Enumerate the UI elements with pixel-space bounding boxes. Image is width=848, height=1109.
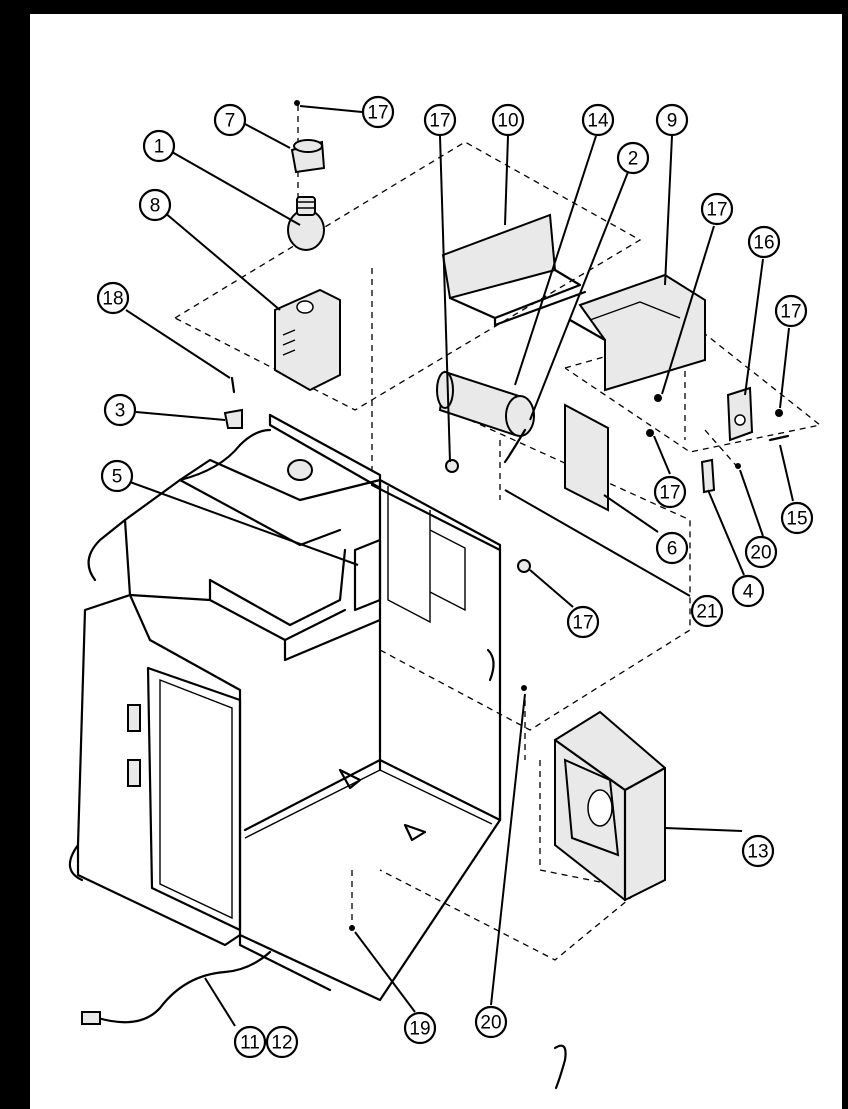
callout-label: 17 bbox=[367, 103, 388, 124]
control-plate bbox=[441, 213, 587, 327]
lamp-bulb bbox=[287, 196, 325, 251]
callout-16: 16 bbox=[747, 225, 781, 259]
callout-label: 19 bbox=[409, 1019, 430, 1040]
callout-label: 17 bbox=[659, 483, 680, 504]
callout-label: 9 bbox=[667, 111, 678, 132]
callout-9: 9 bbox=[655, 103, 689, 137]
mounting-bracket bbox=[568, 273, 706, 392]
callout-label: 1 bbox=[154, 137, 165, 158]
callout-label: 17 bbox=[572, 613, 593, 634]
fuse bbox=[768, 434, 790, 442]
callout-18: 18 bbox=[96, 281, 130, 315]
connector bbox=[700, 458, 716, 494]
callout-label: 21 bbox=[696, 602, 717, 623]
terminal-block bbox=[726, 386, 754, 442]
callout-17-center: 17 bbox=[423, 103, 457, 137]
capacitor bbox=[436, 370, 535, 464]
callout-label: 2 bbox=[628, 149, 639, 170]
callout-17-right: 17 bbox=[774, 294, 808, 328]
callout-label: 8 bbox=[150, 196, 161, 217]
screw-18 bbox=[230, 376, 236, 394]
callout-14: 14 bbox=[581, 103, 615, 137]
callout-label: 7 bbox=[225, 111, 236, 132]
callout-2: 2 bbox=[616, 141, 650, 175]
callout-label: 18 bbox=[102, 289, 123, 310]
callout-8: 8 bbox=[138, 188, 172, 222]
callout-label: 6 bbox=[667, 539, 678, 560]
cover-plate bbox=[564, 403, 609, 512]
callout-4: 4 bbox=[731, 574, 765, 608]
callout-20-right: 20 bbox=[744, 535, 778, 569]
callout-1: 1 bbox=[142, 129, 176, 163]
callout-17-bracket: 17 bbox=[700, 192, 734, 226]
callout-label: 11 bbox=[240, 1033, 260, 1054]
power-cord bbox=[81, 950, 272, 1025]
handwritten-mark bbox=[553, 1044, 567, 1090]
callout-10: 10 bbox=[491, 103, 525, 137]
callout-label: 20 bbox=[750, 543, 771, 564]
callout-label: 12 bbox=[271, 1033, 292, 1054]
callout-6: 6 bbox=[655, 531, 689, 565]
callout-label: 15 bbox=[786, 509, 807, 530]
callout-label: 10 bbox=[497, 111, 518, 132]
clip-3 bbox=[223, 408, 243, 429]
callout-label: 3 bbox=[115, 401, 126, 422]
lamp-socket bbox=[290, 139, 326, 174]
transformer bbox=[553, 710, 667, 902]
callout-11: 11 bbox=[233, 1025, 267, 1059]
callout-label: 13 bbox=[747, 842, 768, 863]
callout-label: 17 bbox=[780, 302, 801, 323]
callout-label: 16 bbox=[753, 233, 774, 254]
callout-3: 3 bbox=[103, 393, 137, 427]
callout-17-wall: 17 bbox=[566, 605, 600, 639]
callout-20-bottom: 20 bbox=[474, 1005, 508, 1039]
callout-17-top: 17 bbox=[361, 95, 395, 129]
callout-label: 4 bbox=[743, 582, 754, 603]
callout-5: 5 bbox=[100, 459, 134, 493]
callout-label: 14 bbox=[587, 111, 609, 132]
callout-13: 13 bbox=[741, 834, 775, 868]
callout-17-plate: 17 bbox=[653, 475, 687, 509]
lamp-bracket bbox=[274, 288, 341, 392]
callout-21: 21 bbox=[690, 594, 724, 628]
chassis bbox=[68, 413, 502, 1002]
callout-label: 17 bbox=[429, 111, 450, 132]
screws bbox=[294, 100, 783, 931]
callout-label: 17 bbox=[706, 200, 727, 221]
leader-lines bbox=[125, 105, 794, 1027]
callout-19: 19 bbox=[403, 1011, 437, 1045]
callout-7: 7 bbox=[213, 103, 247, 137]
callout-label: 5 bbox=[112, 467, 123, 488]
callout-12: 12 bbox=[265, 1025, 299, 1059]
callout-15: 15 bbox=[780, 501, 814, 535]
callout-label: 20 bbox=[480, 1013, 501, 1034]
assembly-guides bbox=[174, 105, 822, 961]
